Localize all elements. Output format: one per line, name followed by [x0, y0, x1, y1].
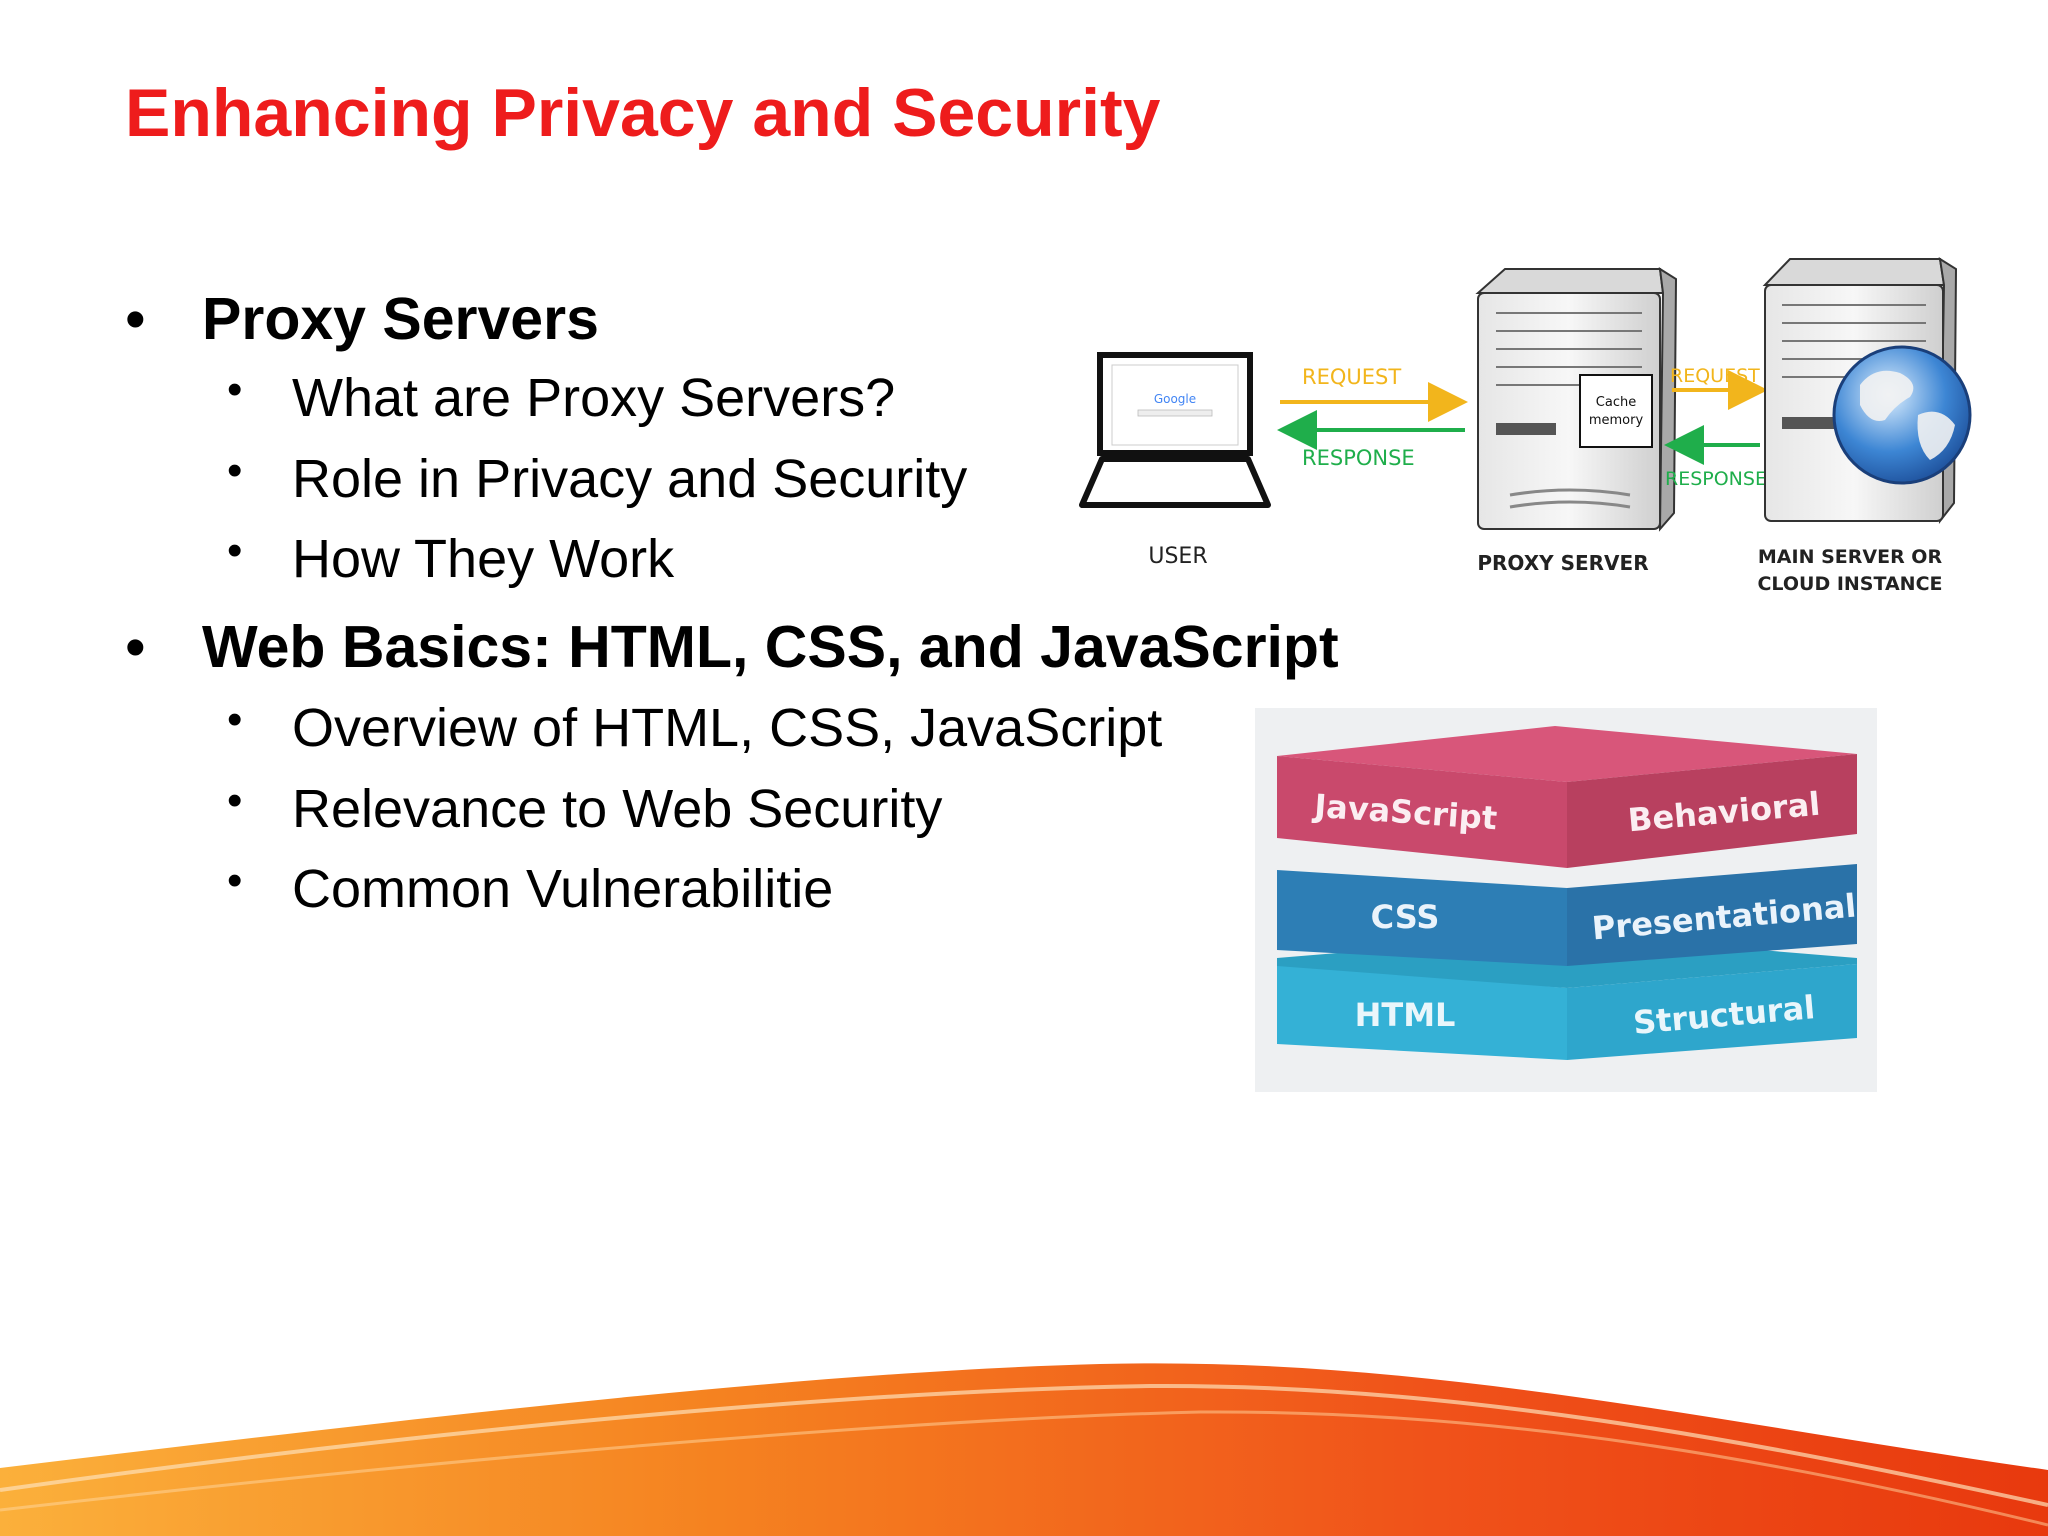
slide-title: Enhancing Privacy and Security: [125, 75, 1161, 151]
sub-bullet-text: Common Vulnerabilitie: [292, 859, 834, 919]
cache-box: [1579, 374, 1653, 448]
sub-bullet-text: Relevance to Web Security: [292, 779, 943, 839]
bullet-dot: •: [125, 614, 146, 680]
footer-wave: [0, 1363, 2048, 1536]
section-heading: Web Basics: HTML, CSS, and JavaScript: [202, 614, 1339, 680]
globe-icon: [1832, 345, 1972, 485]
main-server-label: MAIN SERVER OR: [1758, 546, 1943, 568]
javascript-layer: JavaScript Behavioral: [1277, 726, 1857, 868]
section-heading: Proxy Servers: [202, 286, 599, 352]
bullet-dot: •: [227, 776, 243, 825]
sub-bullet-text: Overview of HTML, CSS, JavaScript: [292, 698, 1163, 758]
sub-bullet-text: How They Work: [292, 529, 675, 589]
bullet-dot: •: [227, 695, 243, 744]
css-layer: CSS Presentational: [1277, 864, 1858, 966]
proxy-label: PROXY SERVER: [1477, 551, 1648, 575]
layer-name: HTML: [1355, 996, 1456, 1034]
response-label: RESPONSE: [1302, 446, 1415, 470]
bullet-dot: •: [227, 526, 243, 575]
user-label: USER: [1148, 544, 1207, 569]
sub-bullet-text: What are Proxy Servers?: [292, 368, 896, 428]
bullet-dot: •: [125, 286, 146, 352]
cache-line: Cache: [1596, 395, 1636, 410]
main-server-label: CLOUD INSTANCE: [1757, 573, 1942, 595]
laptop-icon: Google: [1079, 352, 1271, 508]
request-label: REQUEST: [1670, 365, 1760, 387]
cache-line: memory: [1589, 413, 1644, 428]
web-stack-diagram: HTML Structural CSS Presentational JavaS…: [1255, 708, 1877, 1092]
bullet-dot: •: [227, 365, 243, 414]
request-label: REQUEST: [1302, 365, 1401, 389]
sub-bullet-text: Role in Privacy and Security: [292, 449, 968, 509]
layer-name: CSS: [1371, 898, 1440, 936]
proxy-diagram: Google USER REQUEST RESPONSE Cache memor…: [1079, 256, 1972, 595]
bullet-dot: •: [227, 856, 243, 905]
response-label: RESPONSE: [1665, 468, 1767, 490]
bullet-dot: •: [227, 446, 243, 495]
screen-logo: Google: [1154, 392, 1196, 406]
